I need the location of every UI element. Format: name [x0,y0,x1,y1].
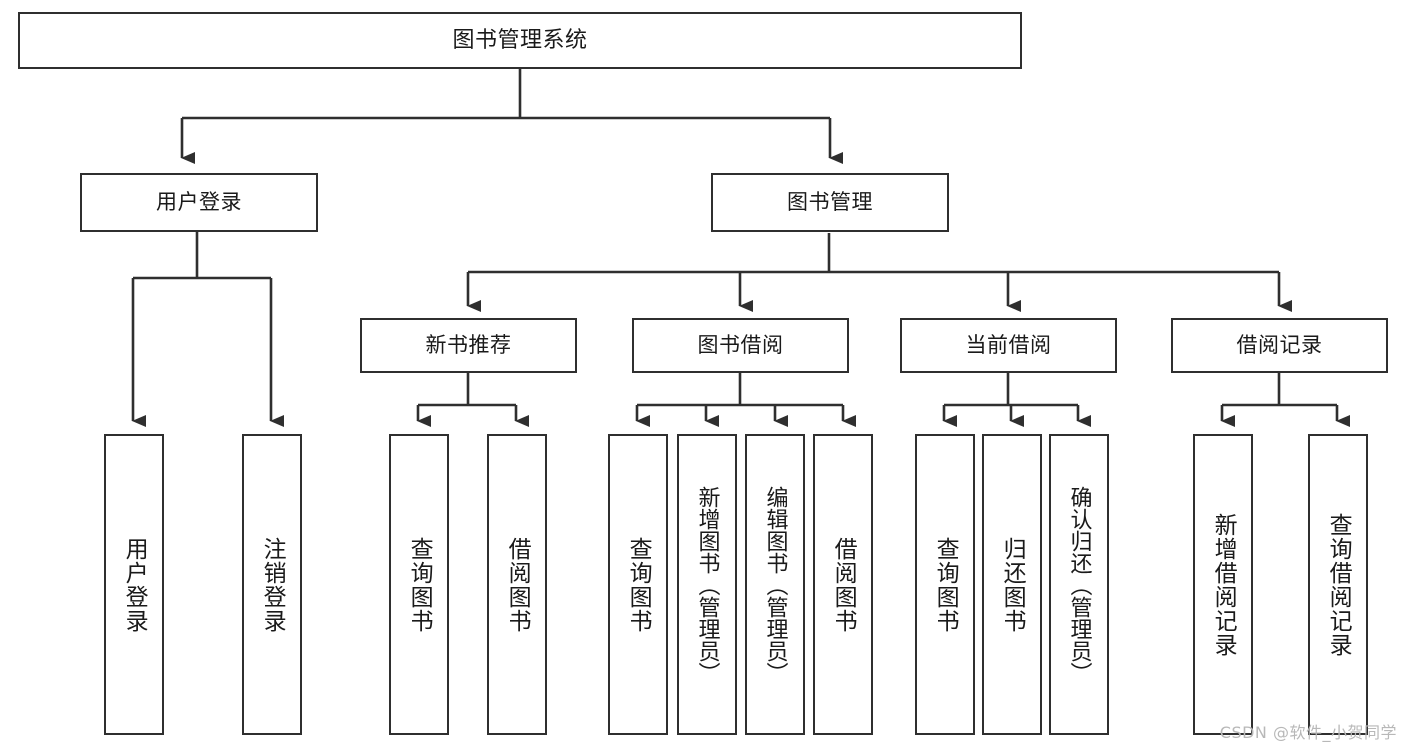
node-leaf-rec-query[interactable]: 查询图书 [389,434,449,735]
node-root-label: 图书管理系统 [452,27,588,53]
connectors-user-login [131,232,284,427]
node-leaf-cur-query-label: 查询图书 [932,536,959,633]
watermark-text: CSDN @软件_小贺同学 [1219,723,1397,742]
node-book-borrow[interactable]: 图书借阅 [632,318,849,373]
connectors-book-manage [466,233,1292,312]
node-leaf-rec-search-label: 查询借阅记录 [1325,512,1352,657]
node-user-login-label: 用户登录 [156,190,242,215]
node-borrow-record[interactable]: 借阅记录 [1171,318,1388,373]
node-book-borrow-label: 图书借阅 [697,333,784,358]
node-book-manage[interactable]: 图书管理 [711,173,949,232]
node-leaf-rec-add-label: 新增借阅记录 [1210,512,1237,657]
node-leaf-cur-confirm[interactable]: 确认归还（管理员） [1049,434,1109,735]
node-leaf-borrow-edit[interactable]: 编辑图书（管理员） [745,434,805,735]
connectors-new-book-rec [416,373,529,427]
node-leaf-user-logout-label: 注销登录 [259,536,286,633]
node-leaf-cur-confirm-label: 确认归还（管理员） [1066,485,1092,684]
node-user-login[interactable]: 用户登录 [80,173,318,232]
node-current-borrow[interactable]: 当前借阅 [900,318,1117,373]
connectors-level1 [180,69,843,164]
node-leaf-borrow-add[interactable]: 新增图书（管理员） [677,434,737,735]
node-leaf-borrow-lend[interactable]: 借阅图书 [813,434,873,735]
connectors-borrow-record [1220,373,1350,427]
node-new-book-rec[interactable]: 新书推荐 [360,318,577,373]
node-leaf-rec-query-label: 查询图书 [406,536,433,633]
node-leaf-rec-add[interactable]: 新增借阅记录 [1193,434,1253,735]
node-leaf-user-login-label: 用户登录 [121,536,148,633]
connectors-current-borrow [942,373,1091,427]
node-leaf-rec-search[interactable]: 查询借阅记录 [1308,434,1368,735]
node-leaf-user-login[interactable]: 用户登录 [104,434,164,735]
node-leaf-borrow-edit-label: 编辑图书（管理员） [762,485,788,684]
node-leaf-user-logout[interactable]: 注销登录 [242,434,302,735]
node-leaf-borrow-query-label: 查询图书 [625,536,652,633]
node-leaf-rec-borrow-label: 借阅图书 [504,536,531,633]
node-book-manage-label: 图书管理 [787,190,873,215]
node-leaf-cur-return-label: 归还图书 [999,536,1026,633]
connectors-book-borrow [635,373,856,427]
node-new-book-rec-label: 新书推荐 [425,333,512,358]
node-borrow-record-label: 借阅记录 [1236,333,1323,358]
node-root[interactable]: 图书管理系统 [18,12,1022,69]
node-leaf-borrow-lend-label: 借阅图书 [830,536,857,633]
node-leaf-rec-borrow[interactable]: 借阅图书 [487,434,547,735]
node-leaf-borrow-query[interactable]: 查询图书 [608,434,668,735]
node-leaf-cur-query[interactable]: 查询图书 [915,434,975,735]
node-current-borrow-label: 当前借阅 [965,333,1052,358]
node-leaf-borrow-add-label: 新增图书（管理员） [694,485,720,684]
node-leaf-cur-return[interactable]: 归还图书 [982,434,1042,735]
